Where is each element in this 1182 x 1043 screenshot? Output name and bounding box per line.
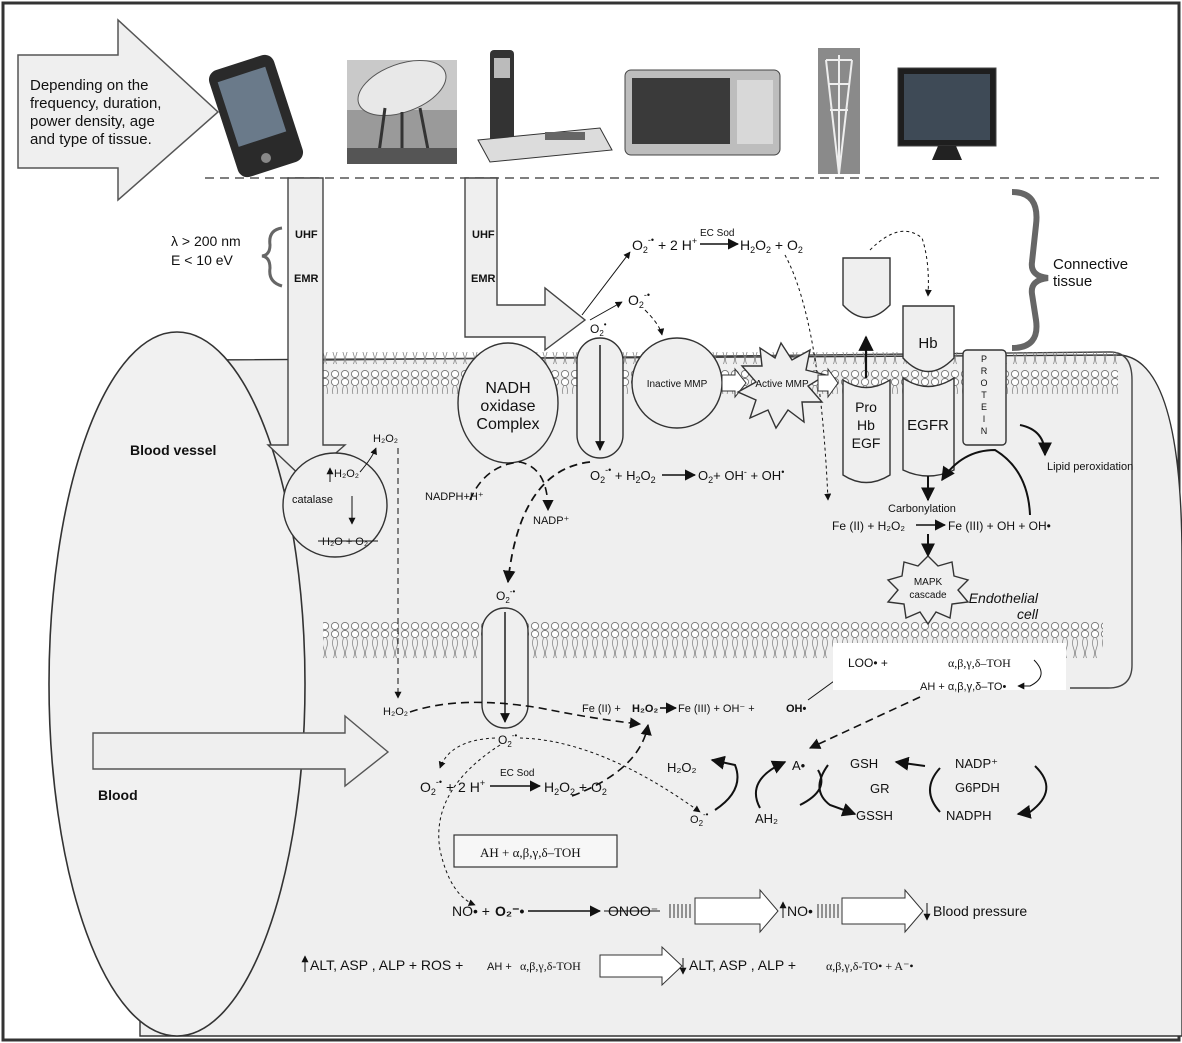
- uhf-label-left: UHF: [295, 229, 318, 241]
- wavelength-label: λ > 200 nm: [171, 233, 241, 249]
- fenton-lower-fe3: Fe (III) + OH⁻ +: [678, 703, 755, 715]
- blood-vessel-label: Blood vessel: [130, 442, 216, 458]
- bottom-to: α,β,γ,δ-TO• + A⁻•: [826, 959, 914, 973]
- ah-to-label: AH + α,β,γ,δ–TO•: [920, 681, 1006, 693]
- toh-label: α,β,γ,δ–TOH: [948, 656, 1011, 670]
- nadph-label: NADPH+H⁺: [425, 491, 484, 503]
- hb-label-small: Hb: [857, 417, 875, 433]
- cycle-gr: GR: [870, 781, 890, 796]
- catalase-h2o-o2: H₂O + O₂: [322, 536, 368, 548]
- emr-label-left: EMR: [294, 273, 319, 285]
- active-mmp-label: Active MMP: [755, 379, 809, 390]
- fenton-lower-fe2: Fe (II) +: [582, 703, 621, 715]
- protein-letter: I: [983, 414, 986, 424]
- uhf-label-middle: UHF: [472, 229, 495, 241]
- endothelial-label-1: Endothelial: [969, 590, 1039, 606]
- blood-vessel: [49, 332, 305, 1036]
- ec-sod-top-product: H2O2 + O2: [740, 237, 803, 255]
- catalase-label: catalase: [292, 494, 333, 506]
- cycle-g6pdh: G6PDH: [955, 780, 1000, 795]
- egfr-label: EGFR: [907, 417, 949, 434]
- satellite-dish-icon: [347, 50, 457, 164]
- cycle-nadph: NADPH: [946, 808, 992, 823]
- nadp-label: NADP⁺: [533, 515, 570, 527]
- mapk-label-2: cascade: [909, 590, 947, 601]
- bottom-enzymes-left: ALT, ASP , ALP + ROS +: [310, 957, 463, 973]
- fenton-upper-product: Fe (III) + OH + OH•: [948, 519, 1051, 533]
- intro-line-4: and type of tissue.: [30, 131, 152, 148]
- protein-letter: O: [980, 378, 987, 388]
- ec-sod-lower-reactant: O2-• + 2 H+: [420, 777, 485, 797]
- blood-label: Blood: [98, 787, 138, 803]
- protein-letter: T: [981, 390, 987, 400]
- h2o2-out-label: H₂O₂: [373, 433, 398, 445]
- nadh-label-1: NADH: [485, 380, 530, 397]
- catalase-h2o2: H₂O₂: [334, 468, 359, 480]
- ah-tocopherol-label: AH + α,β,γ,δ–TOH: [480, 845, 581, 860]
- loo-label: LOO• +: [848, 656, 888, 670]
- fenton-upper-reactant: Fe (II) + H₂O₂: [832, 519, 905, 533]
- ec-sod-top-reactant: O2-• + 2 H+: [632, 235, 697, 255]
- intro-line-3: power density, age: [30, 113, 155, 130]
- released-hb-egf: [843, 258, 890, 318]
- protein-letter: E: [981, 402, 987, 412]
- endothelial-label-2: cell: [1017, 606, 1039, 622]
- fenton-lower-h2o2: H₂O₂: [632, 703, 658, 715]
- protein-letter: R: [981, 366, 988, 376]
- connective-tissue-label-2: tissue: [1053, 273, 1092, 290]
- cycle-gsh: GSH: [850, 756, 878, 771]
- nadh-label-3: Complex: [476, 416, 539, 433]
- no-product: NO•: [787, 903, 813, 919]
- cycle-gssh: GSSH: [856, 808, 893, 823]
- superoxide-h2o2-reaction: O2-• + H2O2: [590, 465, 656, 485]
- cycle-a-radical: A•: [792, 758, 806, 773]
- no-superoxide: O₂⁻•: [495, 903, 525, 919]
- energy-label: E < 10 eV: [171, 252, 234, 268]
- h2o2-lower-label: H₂O₂: [383, 706, 408, 718]
- cell-tower-icon: [818, 48, 860, 174]
- lipid-peroxidation-label: Lipid peroxidation: [1047, 461, 1133, 473]
- bottom-enzymes-right: ALT, ASP , ALP +: [689, 957, 796, 973]
- pro-label: Pro: [855, 399, 877, 415]
- protein-letter: P: [981, 354, 987, 364]
- cycle-nadp: NADP⁺: [955, 756, 998, 771]
- intro-line-1: Depending on the: [30, 77, 148, 94]
- carbonylation-label: Carbonylation: [888, 503, 956, 515]
- computer-monitor-icon: [898, 68, 996, 160]
- ec-sod-lower-label: EC Sod: [500, 768, 534, 779]
- emr-label-middle: EMR: [471, 273, 496, 285]
- protein-letter: N: [981, 426, 988, 436]
- connective-tissue-label-1: Connective: [1053, 256, 1128, 273]
- bottom-ah: AH +: [487, 961, 512, 973]
- no-reactant: NO• +: [452, 903, 490, 919]
- mapk-label-1: MAPK: [914, 577, 943, 588]
- ec-sod-top-label: EC Sod: [700, 228, 734, 239]
- cycle-h2o2: H₂O₂: [667, 760, 697, 775]
- nadh-label-2: oxidase: [480, 398, 535, 415]
- microwave-oven-icon: [625, 70, 780, 155]
- egf-label: EGF: [852, 435, 881, 451]
- fenton-lower-oh: OH•: [786, 703, 807, 715]
- hb-label: Hb: [918, 335, 937, 352]
- inactive-mmp-label: Inactive MMP: [647, 379, 708, 390]
- bottom-toh: α,β,γ,δ-TOH: [520, 959, 581, 973]
- blood-pressure-label: Blood pressure: [933, 903, 1027, 919]
- cycle-ah2: AH₂: [755, 811, 778, 826]
- intro-line-2: frequency, duration,: [30, 95, 161, 112]
